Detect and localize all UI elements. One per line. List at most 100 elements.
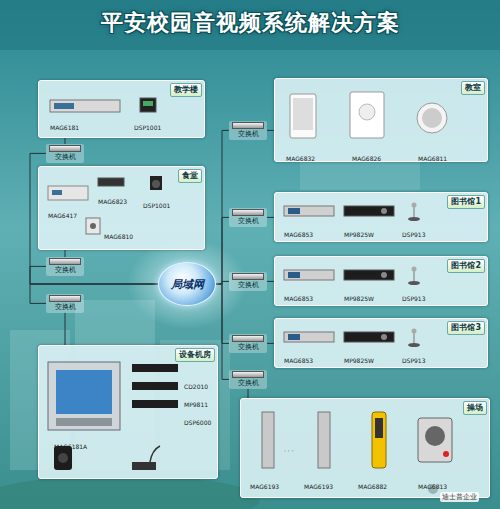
device-model-label: DSP913: [402, 357, 426, 364]
label-box: DSP1001: [134, 115, 161, 134]
amplifier-unit: [98, 178, 124, 186]
switch-device: 交换机: [229, 121, 267, 140]
device-model-label: MAG6832: [286, 155, 315, 162]
rack-unit: [284, 332, 334, 342]
terminal-display: [52, 190, 62, 195]
area-tab: 教室: [461, 81, 485, 95]
label-box: MAG6181: [50, 115, 79, 134]
node-label: 交换机: [238, 344, 259, 352]
area-tab: 教学楼: [170, 83, 202, 97]
microphone-stem: [414, 206, 415, 218]
microphone-gooseneck: [150, 446, 160, 462]
amplifier-knob: [381, 272, 387, 278]
connector-line: [65, 250, 66, 257]
rack-unit: [284, 206, 334, 216]
cabinet-screen: [56, 370, 112, 414]
node-label: 交换机: [55, 304, 76, 312]
speaker-cone: [152, 180, 160, 188]
column-speaker: [318, 412, 330, 468]
title-band: [0, 0, 500, 50]
label-box: MAG6417: [48, 203, 77, 222]
switch-icon: [232, 209, 264, 216]
device-model-label: DSP1001: [143, 202, 170, 209]
alarm-button: [443, 451, 449, 457]
device-model-label: MAG6193: [304, 483, 333, 490]
handset-button: [90, 223, 96, 229]
speaker-grille: [422, 108, 442, 128]
switch-device: 交换机: [229, 334, 267, 353]
microphone-head: [412, 203, 417, 208]
cabinet-keyboard: [56, 418, 112, 426]
node-label: 交换机: [55, 267, 76, 275]
label-box: MAG6832: [286, 146, 315, 165]
label-box: MP9825W: [344, 348, 374, 367]
label-box: MP9825W: [344, 286, 374, 305]
area-tab: 图书馆3: [447, 321, 485, 335]
label-box: DSP913: [402, 286, 426, 305]
label-box: MAG6813: [418, 474, 447, 493]
handset-device: [86, 218, 100, 234]
rack-unit: [50, 100, 120, 112]
device-model-label: MAG6813: [418, 483, 447, 490]
outdoor-speaker: [372, 412, 386, 468]
device-model-label: CD2010: [184, 383, 208, 390]
device-model-label: MAG6181: [50, 124, 79, 131]
area-tab: 图书馆1: [447, 195, 485, 209]
node-label: 交换机: [238, 218, 259, 226]
node-label: 交换机: [238, 380, 259, 388]
node-label: 交换机: [238, 282, 259, 290]
label-box: CD2010: [184, 374, 208, 393]
label-box: MAG6811: [418, 146, 447, 165]
connector-line: [267, 281, 274, 282]
connector-line: [216, 130, 229, 284]
title-box: 平安校园音视频系统解决方案: [0, 8, 500, 38]
device-model-label: MAG6853: [284, 357, 313, 364]
label-box: MAG6823: [98, 189, 127, 208]
rack-unit: [284, 270, 334, 280]
rack-display: [54, 103, 74, 109]
switch-device: 交换机: [46, 257, 84, 276]
microphone-base: [408, 343, 420, 347]
label-box: MAG6181A: [54, 434, 87, 453]
label-box: DSP6000: [184, 410, 211, 429]
node-label: 交换机: [55, 154, 76, 162]
speaker-cone: [58, 453, 68, 463]
device-model-label: MP9825W: [344, 231, 374, 238]
label-box: MAG6882: [358, 474, 387, 493]
device-model-label: MAG6823: [98, 198, 127, 205]
connector-line: [216, 217, 229, 284]
label-box: MAG6853: [284, 348, 313, 367]
microphone-stem: [414, 270, 415, 282]
wall-panel-screen: [143, 101, 153, 106]
switch-icon: [232, 335, 264, 342]
small-speaker: [150, 176, 162, 190]
device-model-label: MAG6853: [284, 295, 313, 302]
device-model-label: DSP913: [402, 295, 426, 302]
device-model-label: DSP6000: [184, 419, 211, 426]
label-box: DSP913: [402, 348, 426, 367]
connector-line: [65, 313, 66, 345]
label-box: MAG6810: [104, 224, 133, 243]
paging-microphone: [132, 462, 156, 470]
rack-display: [288, 334, 300, 340]
label-box: MAG6826: [352, 146, 381, 165]
wall-speaker: [350, 92, 384, 138]
area-panel: 设备机房: [38, 345, 218, 479]
wall-speaker: [290, 94, 316, 138]
rack-display: [288, 208, 300, 214]
building-silhouette: [300, 160, 420, 190]
amplifier-unit: [344, 206, 394, 216]
label-box: MAG6193: [304, 474, 333, 493]
amplifier-knob: [381, 334, 387, 340]
area-tab: 图书馆2: [447, 259, 485, 273]
device-model-label: MP9811: [184, 401, 208, 408]
rack-unit: [132, 364, 178, 372]
switch-device: 交换机: [229, 208, 267, 227]
device-model-label: MAG6826: [352, 155, 381, 162]
device-model-label: DSP913: [402, 231, 426, 238]
rack-display: [288, 272, 300, 278]
label-box: DSP1001: [143, 193, 170, 212]
amplifier-unit: [344, 270, 394, 280]
connector-line: [267, 130, 274, 131]
